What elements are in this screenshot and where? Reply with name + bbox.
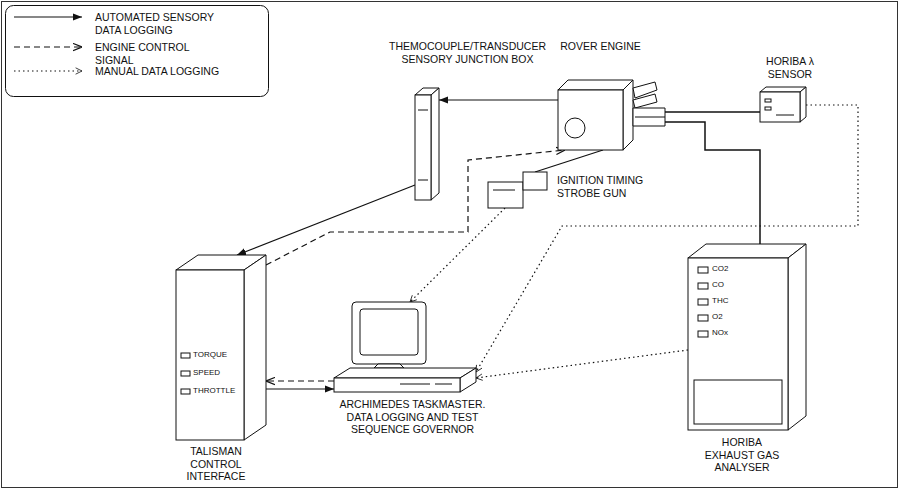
node-label: NOx	[712, 328, 752, 338]
node-label: THC	[712, 296, 752, 306]
drawing-stroke	[694, 380, 782, 424]
connector	[665, 111, 760, 113]
connector	[476, 350, 688, 378]
legend-sample	[14, 70, 82, 71]
drawing-stroke	[181, 353, 190, 358]
drawing-stroke	[435, 384, 452, 385]
node-label: TORQUE	[193, 350, 245, 360]
drawing-stroke	[698, 331, 708, 337]
drawing-stroke	[633, 94, 657, 108]
gas-analyser: CO2CO THC O2NOxHORIBA EXHAUST GAS ANALYSER	[680, 240, 810, 482]
node-label: HORIBA EXHAUST GAS ANALYSER	[698, 436, 786, 474]
drawing-stroke	[374, 364, 404, 368]
drawing-stroke	[558, 90, 623, 150]
drawing-stroke	[400, 384, 430, 385]
drawing-stroke	[352, 302, 426, 364]
drawing-stroke	[765, 107, 771, 110]
drawing-stroke	[776, 115, 794, 116]
drawing-stroke	[558, 80, 633, 90]
control-interface: TORQUE SPEED THROTTLE TALISMAN CONTROL INTE…	[170, 255, 270, 486]
drawing-stroke	[431, 88, 439, 200]
connector	[237, 185, 415, 255]
drawing-stroke	[788, 244, 806, 430]
drawing-stroke	[488, 182, 523, 208]
lambda-sensor: HORIBA λ SENSOR	[750, 55, 830, 127]
legend-sample	[14, 46, 82, 47]
connector	[535, 150, 603, 172]
node-label: SPEED	[193, 368, 245, 378]
legend-text: AUTOMATED SENSORY DATA LOGGING	[95, 11, 221, 36]
legend-sample	[14, 16, 82, 17]
node-label: CO	[712, 280, 752, 290]
node-label: CO2	[712, 264, 752, 274]
drawing-stroke	[623, 80, 633, 150]
engine: ROVER ENGINE	[553, 40, 665, 155]
node-label: ARCHIMEDES TASKMASTER. DATA LOGGING AND …	[330, 398, 495, 436]
connector	[410, 208, 505, 302]
engine-outline	[553, 40, 665, 155]
drawing-stroke	[415, 95, 431, 200]
drawing-stroke	[760, 87, 806, 92]
drawing-stroke	[698, 267, 708, 273]
drawing-stroke	[760, 92, 800, 122]
drawing-stroke	[688, 244, 806, 258]
drawing-stroke	[181, 389, 190, 394]
node-label: HORIBA λ SENSOR	[750, 55, 830, 80]
node-label: ROVER ENGINE	[553, 40, 648, 53]
legend-box	[6, 6, 269, 97]
drawing-stroke	[460, 368, 476, 392]
drawing-stroke	[360, 309, 418, 355]
drawing-stroke	[698, 315, 708, 321]
node-label: TALISMAN CONTROL INTERFACE	[170, 445, 262, 483]
drawing-stroke	[176, 270, 244, 440]
drawing-stroke	[698, 299, 708, 305]
drawing-stroke	[523, 172, 547, 190]
drawing-stroke	[800, 87, 806, 122]
node-label: O2	[712, 312, 752, 322]
drawing-stroke	[334, 368, 476, 378]
legend-text: MANUAL DATA LOGGING	[95, 65, 221, 78]
drawing-stroke	[698, 283, 708, 289]
drawing-stroke	[635, 117, 665, 118]
node-label: THEMOCOUPLE/TRANSDUCER SENSORY JUNCTION …	[385, 40, 550, 65]
drawing-stroke	[334, 378, 460, 392]
legend-text: ENGINE CONTROL SIGNAL	[95, 41, 221, 66]
connector	[266, 380, 334, 381]
drawing-stroke	[418, 180, 428, 181]
computer: ARCHIMEDES TASKMASTER. DATA LOGGING AND …	[330, 300, 510, 460]
node-label: THROTTLE	[193, 386, 245, 396]
drawing-stroke	[765, 99, 771, 102]
strobe-gun: IGNITION TIMING STROBE GUN	[485, 168, 670, 212]
drawing-stroke	[493, 190, 515, 191]
drawing-stroke	[688, 258, 788, 430]
connector	[266, 388, 334, 389]
drawing-stroke	[565, 118, 585, 138]
connector	[439, 99, 558, 100]
node-label: IGNITION TIMING STROBE GUN	[557, 174, 667, 199]
computer-outline	[330, 300, 510, 460]
drawing-stroke	[633, 108, 665, 126]
drawing-stroke	[418, 110, 428, 111]
drawing-stroke	[181, 371, 190, 376]
drawing-stroke	[244, 255, 266, 440]
